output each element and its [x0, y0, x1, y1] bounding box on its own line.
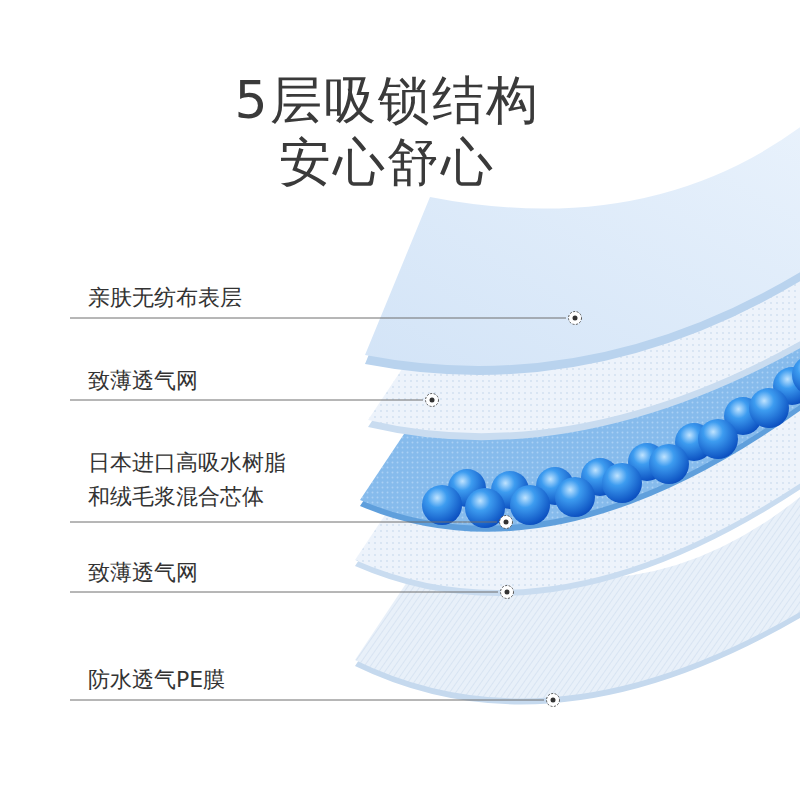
layer-label: 致薄透气网 — [88, 364, 299, 398]
layer-label: 亲肤无纺布表层 — [88, 281, 299, 315]
layer-label: 防水透气PE膜 — [88, 663, 299, 697]
layer-label: 致薄透气网 — [88, 556, 299, 590]
leader-lines — [70, 318, 566, 700]
layer-label: 日本进口高吸水树脂 和绒毛浆混合芯体 — [88, 446, 299, 514]
title: 5层吸锁结构 安心舒心 — [226, 69, 548, 193]
leader-dots — [426, 312, 582, 707]
